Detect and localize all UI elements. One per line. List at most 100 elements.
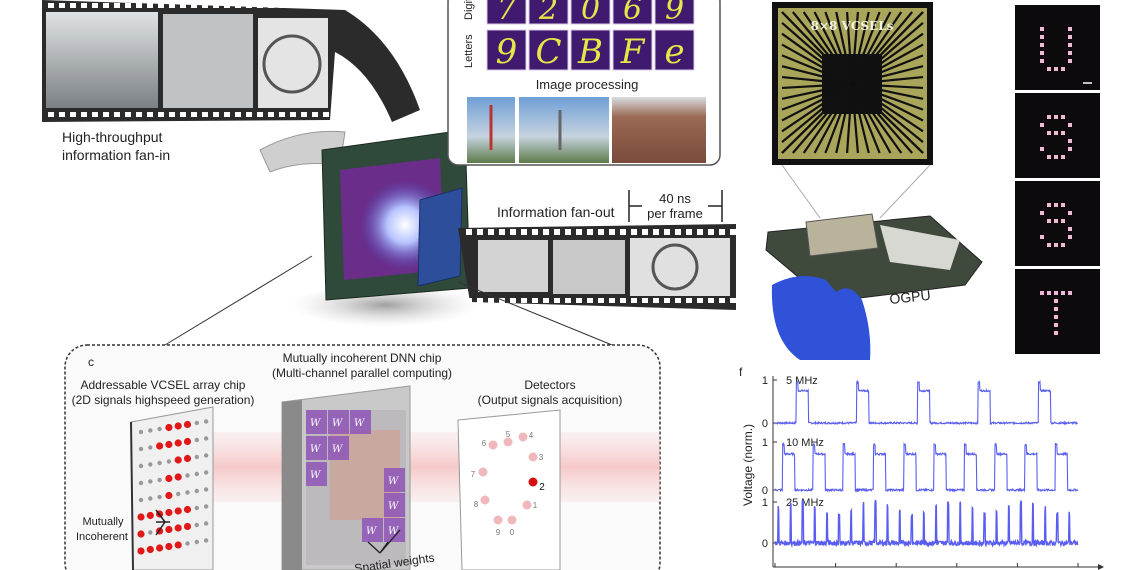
character-glyph: F [620,32,646,72]
wire [781,82,853,90]
vcsel-off [148,496,153,501]
vcsel-spot [1054,315,1058,319]
film-frame-skyline [46,12,158,108]
sprocket-hole [730,298,736,303]
vcsel-spot [1040,291,1044,295]
sprocket-hole [81,3,87,8]
character-tile [612,29,653,71]
wire [851,82,924,100]
y-tick-label: 1 [762,375,768,387]
wire [802,11,853,85]
sprocket-hole [48,3,54,8]
character-tile [486,0,527,25]
character-glyph: C [535,32,561,72]
vcsel-spot [1040,211,1044,215]
vcsel-spot [1040,123,1044,127]
wire [802,83,853,154]
sprocket-hole [70,3,76,8]
wire [851,83,913,154]
panel-f-label: f [739,365,743,379]
weight-symbol: W [388,501,399,512]
pattern-frame [1015,93,1100,178]
sprocket-hole [169,3,175,8]
wire [851,83,892,154]
weight-tile [306,436,327,460]
film-frame-out-1 [478,240,548,292]
vcsel-off [185,541,190,546]
vcsel-on [183,454,192,463]
wire [824,11,854,85]
panel-c-label: c [88,355,94,369]
vcsel-on [165,423,173,432]
sprocket-hole [202,112,208,117]
film-sprocket-holes [48,3,329,117]
wire [851,83,924,122]
detectors-title-2: (Output signals acquisition) [478,393,623,407]
character-tile [570,0,611,25]
vcsel-on [156,442,164,450]
wire [824,83,854,154]
sprocket-hole [719,229,725,235]
sprocket-hole [466,298,472,303]
sprocket-hole [543,229,549,235]
zoom-line [879,164,931,219]
wire [781,54,853,86]
vcsel-spot [1047,131,1051,135]
weight-symbol: W [310,418,321,429]
detector [503,437,513,447]
weight-symbol: W [332,444,343,455]
wire [851,83,903,154]
sprocket-hole [136,112,142,117]
vcsel-spot [1068,235,1072,239]
sprocket-hole [576,298,582,303]
frame-time-line1: 40 ns [659,191,691,206]
vcsel-spot [1068,227,1072,231]
detector-label: 8 [474,500,479,509]
sprocket-hole [59,112,65,117]
character-tile [654,29,695,71]
film-frame-out-2 [553,240,625,294]
sprocket-hole [477,298,483,303]
vcsel-off [203,521,209,526]
panel-e [1015,5,1100,354]
sprocket-hole [521,229,527,235]
detector-label: 9 [496,528,501,537]
sprocket-hole [686,298,692,303]
vcsel-spot [1068,123,1072,127]
vcsel-off [138,463,144,469]
emblem-icon [651,243,699,291]
zoom-line-right [457,281,613,346]
detector-plate [457,409,561,570]
sprocket-hole [620,229,626,235]
detector-label: 1 [533,501,538,510]
sprocket-hole [554,229,560,235]
sprocket-hole [268,112,274,117]
sprocket-hole [587,229,593,235]
wire [850,83,870,154]
wire [835,11,854,85]
weight-tile [384,468,405,492]
detectors-title-1: Detectors [524,378,575,392]
wire [850,83,860,154]
wire [851,83,924,133]
vcsel-dot-array [137,419,209,555]
sprocket-hole [631,229,637,235]
sprocket-hole [323,3,329,8]
detector-label: 0 [510,528,515,537]
wire [781,75,853,86]
sprocket-hole [246,3,252,8]
vcsel-on [183,420,192,429]
sprocket-hole [290,3,296,8]
wire [781,32,853,85]
light-beam [212,432,660,502]
vcsel-spot [1068,291,1072,295]
trace-10mhz [774,441,1079,493]
vcsel-off [203,504,209,509]
weight-symbol: W [366,526,377,537]
vcsel-on [174,473,182,481]
vcsel-spot [1047,291,1051,295]
vcsel-spot [1061,243,1065,247]
frame-time-line2: per frame [647,206,703,221]
sprocket-hole [279,112,285,117]
vcsel-off [138,446,144,452]
